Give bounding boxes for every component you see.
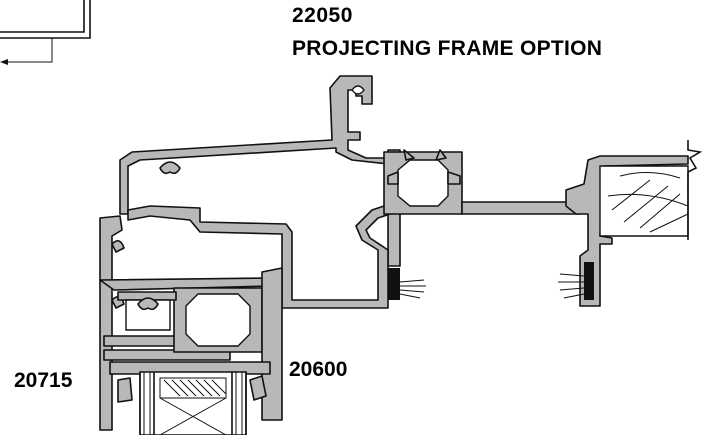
upper-thermal-chamber <box>383 149 463 215</box>
connecting-bar <box>461 201 581 215</box>
projecting-frame-title: PROJECTING FRAME OPTION <box>292 37 603 60</box>
reference-box <box>0 0 91 65</box>
profile-code-22050: 22050 <box>292 4 353 27</box>
profile-code-20600: 20600 <box>289 358 348 381</box>
right-mullion-profile <box>558 140 703 307</box>
glazing-unit <box>139 371 247 435</box>
window-frame-20715 <box>99 215 273 431</box>
sash-20600 <box>109 267 283 421</box>
profile-code-20715: 20715 <box>14 369 73 392</box>
